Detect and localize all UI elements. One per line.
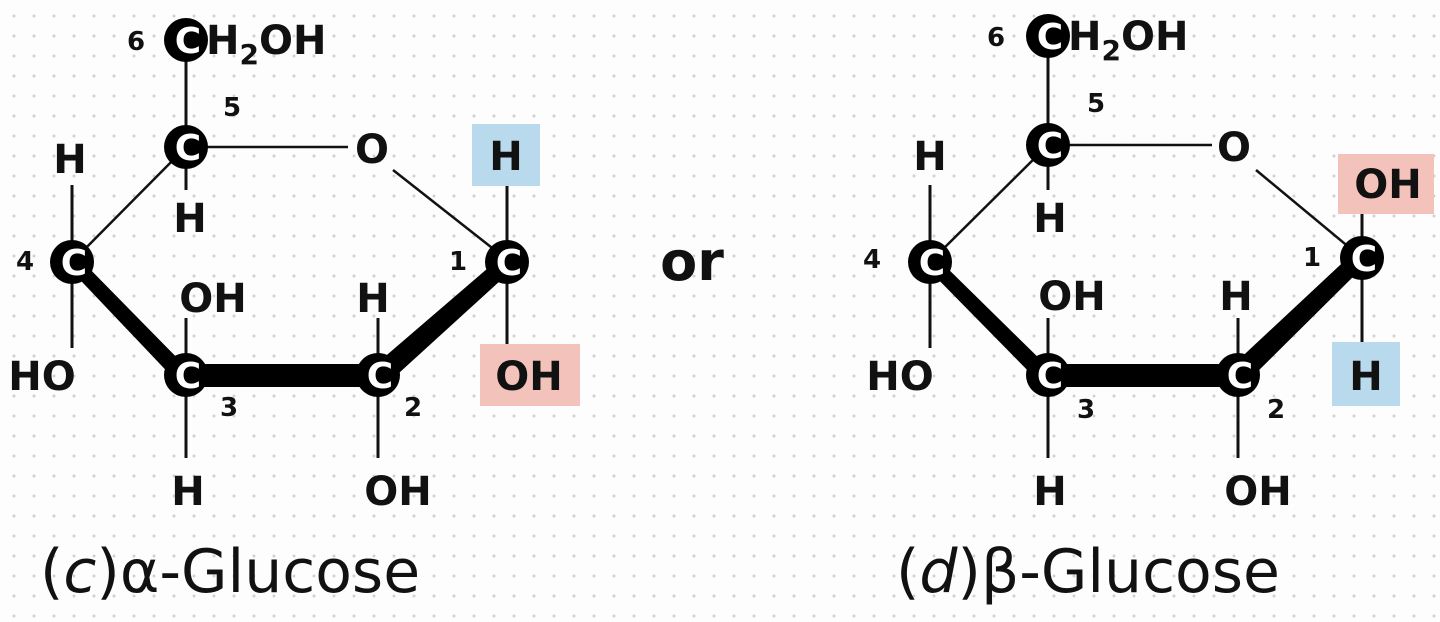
alpha-c4-oh: HO (8, 354, 75, 400)
beta-number-2: 2 (1267, 395, 1285, 425)
alpha-number-2: 2 (404, 393, 422, 423)
beta-c5-h: H (1033, 196, 1066, 242)
beta-number-5: 5 (1087, 89, 1105, 119)
beta-caption-close: ) (958, 537, 981, 607)
alpha-carbon-4: C (50, 240, 94, 284)
beta-number-3: 3 (1077, 395, 1095, 425)
beta-c4-oh: HO (866, 354, 933, 400)
alpha-c2-h: H (356, 276, 389, 322)
alpha-c3-h: H (171, 469, 204, 515)
beta-c2-h: H (1219, 274, 1252, 320)
alpha-c1-top-h: H (489, 134, 522, 180)
alpha-carbon-1-letter: C (496, 243, 522, 284)
beta-caption-name: β-Glucose (981, 537, 1280, 607)
alpha-number-3: 3 (220, 393, 238, 423)
alpha-c6-group: H2OH (206, 18, 326, 71)
beta-carbon-5: C (1026, 123, 1070, 167)
beta-c3-oh: OH (1038, 274, 1105, 320)
beta-number-6: 6 (987, 23, 1005, 53)
beta-carbon-3-letter: C (1037, 356, 1063, 397)
alpha-c5-h: H (173, 196, 206, 242)
beta-c3-h: H (1033, 469, 1066, 515)
beta-glucose-structure: C C C C C C 6 5 4 3 2 1 H2OH (863, 14, 1434, 607)
alpha-carbon-6-letter: C (175, 21, 201, 62)
alpha-bond-c2-c1 (374, 256, 512, 383)
beta-carbon-5-letter: C (1037, 126, 1063, 167)
beta-carbon-2: C (1216, 353, 1260, 397)
alpha-carbon-5-letter: C (175, 128, 201, 169)
alpha-c1-bottom-highlight (480, 344, 580, 406)
beta-carbon-6-letter: C (1037, 17, 1063, 58)
alpha-carbon-2: C (356, 353, 400, 397)
beta-carbon-1: C (1340, 236, 1384, 280)
beta-bond-c3-c2 (1046, 364, 1238, 387)
beta-number-1: 1 (1303, 243, 1321, 273)
beta-c4-h: H (913, 134, 946, 180)
beta-carbon-2-letter: C (1227, 356, 1253, 397)
alpha-bond-c3-c2 (184, 364, 380, 387)
beta-bond-c4-c3 (924, 259, 1052, 383)
alpha-caption: (c)α-Glucose (40, 537, 420, 607)
beta-bond-c4-c5 (929, 144, 1049, 263)
alpha-c1-top-highlight (472, 124, 540, 186)
alpha-carbon-5: C (164, 125, 208, 169)
alpha-c2-oh: OH (364, 469, 431, 515)
beta-bond-o-c1 (1255, 169, 1363, 259)
alpha-number-5: 5 (223, 93, 241, 123)
separator-or: or (660, 230, 724, 293)
alpha-c6-group-sub: 2 (239, 38, 258, 71)
beta-carbon-3: C (1026, 353, 1070, 397)
beta-c6-group: H2OH (1068, 14, 1188, 67)
alpha-number-4: 4 (16, 247, 34, 277)
beta-carbon-6: C (1026, 14, 1070, 58)
beta-c1-top-highlight (1338, 154, 1434, 214)
alpha-bond-o-c1 (392, 169, 511, 263)
beta-carbon-1-letter: C (1351, 239, 1377, 280)
alpha-carbon-6: C (164, 18, 208, 62)
alpha-ring-oxygen: O (355, 127, 389, 173)
alpha-number-6: 6 (127, 27, 145, 57)
beta-c1-bottom-h: H (1349, 354, 1382, 400)
alpha-c1-bottom-oh: OH (495, 354, 562, 400)
alpha-caption-open: ( (40, 537, 63, 607)
beta-c6-group-oh: OH (1121, 14, 1188, 60)
beta-ring-oxygen: O (1217, 125, 1251, 171)
alpha-c3-oh: OH (179, 276, 246, 322)
alpha-number-1: 1 (449, 247, 467, 277)
beta-carbon-4-letter: C (919, 243, 945, 284)
alpha-c4-h: H (53, 137, 86, 183)
alpha-caption-name: α-Glucose (120, 537, 420, 607)
alpha-carbon-3-letter: C (175, 356, 201, 397)
alpha-carbon-3: C (164, 353, 208, 397)
alpha-caption-close: ) (96, 537, 119, 607)
beta-c1-bottom-highlight (1332, 342, 1400, 406)
alpha-carbon-2-letter: C (367, 356, 393, 397)
beta-carbon-4: C (908, 240, 952, 284)
alpha-c6-group-oh: OH (259, 18, 326, 64)
alpha-glucose-structure: C C C C C C 6 5 4 3 2 1 H2OH (8, 18, 580, 607)
beta-caption-open: ( (896, 537, 919, 607)
beta-c6-group-h: H (1068, 14, 1101, 60)
beta-c6-group-sub: 2 (1101, 34, 1120, 67)
alpha-carbon-1: C (485, 240, 529, 284)
alpha-bond-c4-c3 (66, 259, 190, 383)
alpha-c6-group-h: H (206, 18, 239, 64)
alpha-bond-c4-c5 (71, 146, 187, 263)
beta-bond-c2-c1 (1232, 252, 1364, 383)
beta-caption: (d)β-Glucose (896, 537, 1280, 607)
alpha-carbon-4-letter: C (61, 243, 87, 284)
beta-c1-top-oh: OH (1354, 162, 1421, 208)
beta-number-4: 4 (863, 245, 881, 275)
beta-caption-letter: d (919, 537, 958, 607)
beta-c2-oh: OH (1224, 469, 1291, 515)
alpha-caption-letter: c (63, 537, 96, 607)
